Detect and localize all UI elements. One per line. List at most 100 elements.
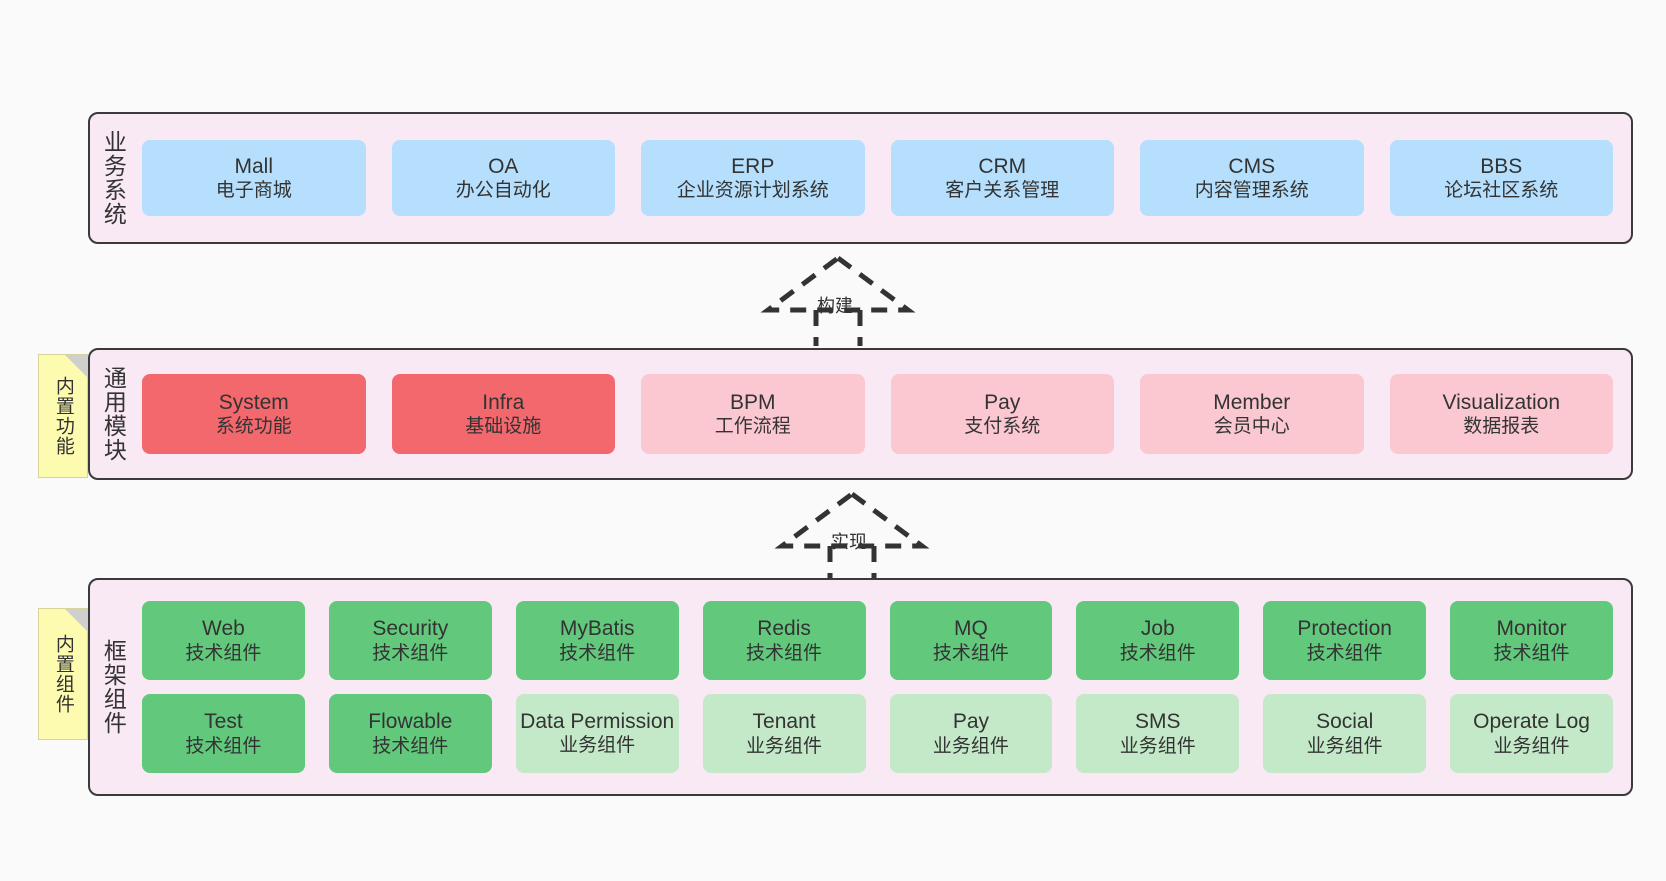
- card-member[interactable]: Member 会员中心: [1140, 374, 1364, 454]
- card-protection-cn: 技术组件: [1306, 642, 1383, 664]
- card-bbs[interactable]: BBS 论坛社区系统: [1389, 140, 1613, 216]
- card-infra[interactable]: Infra 基础设施: [391, 374, 615, 454]
- card-web-en: Web: [202, 617, 245, 641]
- card-bbs-cn: 论坛社区系统: [1444, 180, 1559, 202]
- card-system[interactable]: System 系统功能: [142, 374, 366, 454]
- card-pay-module-cn: 支付系统: [964, 416, 1041, 438]
- card-test-cn: 技术组件: [185, 735, 262, 757]
- card-security-cn: 技术组件: [372, 642, 449, 664]
- card-monitor[interactable]: Monitor 技术组件: [1450, 601, 1613, 680]
- layer-framework-body: Web 技术组件 Security 技术组件 MyBatis 技术组件 Redi…: [136, 580, 1631, 794]
- card-monitor-cn: 技术组件: [1493, 642, 1570, 664]
- card-pay-module[interactable]: Pay 支付系统: [890, 374, 1114, 454]
- card-test-en: Test: [204, 710, 243, 734]
- card-social-cn: 业务组件: [1306, 735, 1383, 757]
- card-bpm-en: BPM: [729, 390, 776, 414]
- card-flowable-cn: 技术组件: [372, 735, 449, 757]
- card-redis-cn: 技术组件: [746, 642, 823, 664]
- card-protection-en: Protection: [1297, 617, 1392, 641]
- card-redis[interactable]: Redis 技术组件: [702, 601, 866, 680]
- business-cards-row: Mall 电子商城 OA 办公自动化 ERP 企业资源计划系统 CRM 客户关系…: [142, 140, 1613, 216]
- card-mq[interactable]: MQ 技术组件: [889, 601, 1053, 680]
- card-security-en: Security: [372, 617, 449, 641]
- layer-common-modules: 通用模块 System 系统功能 Infra 基础设施 BPM 工作流程 Pay…: [88, 348, 1633, 480]
- card-job-en: Job: [1140, 617, 1175, 641]
- card-oa[interactable]: OA 办公自动化: [391, 140, 615, 216]
- layer-framework-title: 框架组件: [100, 639, 127, 735]
- card-flowable[interactable]: Flowable 技术组件: [328, 694, 492, 773]
- card-cms-cn: 内容管理系统: [1194, 180, 1309, 202]
- card-tenant-cn: 业务组件: [746, 735, 823, 757]
- card-operate-log[interactable]: Operate Log 业务组件: [1450, 694, 1613, 773]
- card-erp-cn: 企业资源计划系统: [676, 180, 829, 202]
- note-built-in-components: 内置组件: [38, 608, 88, 740]
- card-sms-cn: 业务组件: [1119, 735, 1196, 757]
- framework-cards-row-1: Web 技术组件 Security 技术组件 MyBatis 技术组件 Redi…: [142, 601, 1613, 680]
- card-bpm-cn: 工作流程: [714, 416, 791, 438]
- card-social[interactable]: Social 业务组件: [1263, 694, 1427, 773]
- layer-framework-components: 框架组件 Web 技术组件 Security 技术组件 MyBatis 技术组件…: [88, 578, 1633, 796]
- note-built-in-components-label: 内置组件: [52, 634, 74, 714]
- framework-cards-row-2: Test 技术组件 Flowable 技术组件 Data Permission …: [142, 694, 1613, 773]
- card-web[interactable]: Web 技术组件: [142, 601, 305, 680]
- card-test[interactable]: Test 技术组件: [142, 694, 305, 773]
- card-cms[interactable]: CMS 内容管理系统: [1140, 140, 1364, 216]
- card-cms-en: CMS: [1228, 154, 1276, 178]
- card-crm-cn: 客户关系管理: [945, 180, 1060, 202]
- card-pay-component-cn: 业务组件: [932, 735, 1009, 757]
- note-built-in-features-label: 内置功能: [52, 376, 74, 456]
- card-mall[interactable]: Mall 电子商城: [142, 140, 366, 216]
- layer-business-body: Mall 电子商城 OA 办公自动化 ERP 企业资源计划系统 CRM 客户关系…: [136, 114, 1631, 242]
- card-redis-en: Redis: [757, 617, 811, 641]
- relation-label-realize: 实现: [831, 532, 867, 552]
- card-social-en: Social: [1316, 710, 1374, 734]
- card-data-permission-en: Data Permission: [520, 709, 675, 733]
- layer-common-title: 通用模块: [100, 366, 127, 462]
- card-erp-en: ERP: [731, 154, 775, 178]
- card-sms[interactable]: SMS 业务组件: [1076, 694, 1240, 773]
- card-job-cn: 技术组件: [1119, 642, 1196, 664]
- card-protection[interactable]: Protection 技术组件: [1263, 601, 1427, 680]
- card-tenant-en: Tenant: [752, 710, 816, 734]
- card-visualization-cn: 数据报表: [1463, 416, 1540, 438]
- card-crm-en: CRM: [978, 154, 1027, 178]
- generalization-arrow-realize: [772, 490, 932, 582]
- card-tenant[interactable]: Tenant 业务组件: [702, 694, 866, 773]
- card-mq-en: MQ: [954, 617, 988, 641]
- card-mybatis-en: MyBatis: [559, 617, 635, 641]
- card-system-en: System: [218, 390, 289, 414]
- card-pay-component-en: Pay: [952, 710, 990, 734]
- card-flowable-en: Flowable: [368, 710, 453, 734]
- card-crm[interactable]: CRM 客户关系管理: [890, 140, 1114, 216]
- card-job[interactable]: Job 技术组件: [1076, 601, 1240, 680]
- card-data-permission[interactable]: Data Permission 业务组件: [515, 694, 679, 773]
- note-fold-icon: [65, 609, 87, 631]
- card-mybatis[interactable]: MyBatis 技术组件: [515, 601, 679, 680]
- card-mq-cn: 技术组件: [932, 642, 1009, 664]
- common-cards-row: System 系统功能 Infra 基础设施 BPM 工作流程 Pay 支付系统…: [142, 374, 1613, 454]
- card-monitor-en: Monitor: [1496, 617, 1567, 641]
- note-fold-icon: [65, 355, 87, 377]
- card-infra-en: Infra: [482, 390, 525, 414]
- card-system-cn: 系统功能: [215, 416, 292, 438]
- card-visualization[interactable]: Visualization 数据报表: [1389, 374, 1613, 454]
- card-erp[interactable]: ERP 企业资源计划系统: [641, 140, 865, 216]
- card-oa-en: OA: [488, 154, 519, 178]
- card-security[interactable]: Security 技术组件: [328, 601, 492, 680]
- card-pay-component[interactable]: Pay 业务组件: [889, 694, 1053, 773]
- card-mall-cn: 电子商城: [215, 180, 292, 202]
- card-operate-log-en: Operate Log: [1473, 710, 1590, 734]
- card-infra-cn: 基础设施: [465, 416, 542, 438]
- card-operate-log-cn: 业务组件: [1493, 735, 1570, 757]
- card-bbs-en: BBS: [1480, 154, 1523, 178]
- card-mybatis-cn: 技术组件: [559, 642, 636, 664]
- card-member-en: Member: [1213, 390, 1291, 414]
- generalization-arrow-build: [758, 254, 918, 346]
- layer-business-title: 业务系统: [100, 130, 127, 226]
- card-sms-en: SMS: [1135, 710, 1181, 734]
- card-pay-module-en: Pay: [984, 390, 1021, 414]
- card-bpm[interactable]: BPM 工作流程: [641, 374, 865, 454]
- card-visualization-en: Visualization: [1442, 390, 1561, 414]
- card-member-cn: 会员中心: [1213, 416, 1290, 438]
